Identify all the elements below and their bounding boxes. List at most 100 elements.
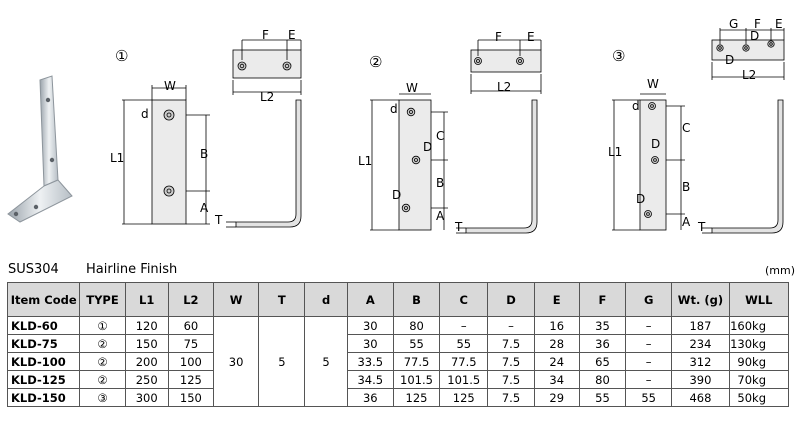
spec-header-row: Item Code TYPE L1 L2 W T d A B C D E F G…	[6, 282, 790, 317]
cell-code: KLD-125	[6, 370, 81, 389]
header-weight: Wt. (g)	[671, 282, 730, 317]
cell-type: ③	[79, 388, 126, 407]
fig3-label-d: d	[632, 99, 640, 113]
cell-l1: 200	[124, 352, 169, 371]
cell-wll: 90kg	[728, 352, 790, 371]
bracket-photo	[7, 75, 73, 223]
header-type: TYPE	[79, 282, 126, 317]
cell-wll: 130kg	[728, 334, 790, 353]
fig1-label-e: E	[288, 28, 296, 42]
fig3-label-d4: D	[725, 53, 735, 67]
cell-f: 65	[578, 352, 627, 371]
cell-e: 28	[533, 334, 580, 353]
figure-2	[370, 39, 542, 234]
table-row: KLD-100 ② 200 100 33.5 77.5 77.5 7.5 24 …	[6, 352, 790, 371]
cell-wll: 70kg	[728, 370, 790, 389]
header-wll: WLL	[728, 282, 790, 317]
header-d-lower: d	[304, 282, 348, 317]
fig3-label-a: A	[682, 215, 691, 229]
cell-c: 125	[439, 388, 489, 407]
drawings-svg	[7, 28, 785, 234]
cell-weight: 468	[671, 388, 730, 407]
header-l1: L1	[124, 282, 169, 317]
cell-d: –	[487, 316, 535, 335]
cell-g: –	[625, 316, 673, 335]
header-t: T	[258, 282, 306, 317]
cell-b: 80	[392, 316, 441, 335]
cell-a: 30	[346, 334, 394, 353]
cell-e: 24	[533, 352, 580, 371]
fig2-label-f: F	[495, 30, 502, 44]
unit-label: (mm)	[764, 264, 795, 277]
table-row: KLD-150 ③ 300 150 36 125 125 7.5 29 55 5…	[6, 388, 790, 407]
fig2-label-d1: D	[423, 140, 433, 154]
cell-g: 55	[625, 388, 673, 407]
cell-a: 33.5	[346, 352, 394, 371]
fig3-label-l2: L2	[742, 68, 757, 82]
cell-g: –	[625, 370, 673, 389]
fig2-label-d: d	[390, 102, 398, 116]
header-c: C	[439, 282, 489, 317]
fig1-label-b: B	[200, 147, 209, 161]
fig1-label-f: F	[262, 28, 269, 42]
header-a: A	[346, 282, 394, 317]
cell-l1: 120	[124, 316, 169, 335]
cell-c: 55	[439, 334, 489, 353]
table-row: KLD-60 ① 120 60 30 5 5 30 80 – – 16 35 –…	[6, 316, 790, 407]
spec-table: Item Code TYPE L1 L2 W T d A B C D E F G…	[6, 282, 790, 407]
cell-c: 77.5	[439, 352, 489, 371]
material-label: SUS304	[8, 262, 59, 277]
fig3-label-b: B	[682, 180, 691, 194]
cell-b: 77.5	[392, 352, 441, 371]
cell-d: 7.5	[487, 370, 535, 389]
cell-d-shared: 5	[304, 316, 348, 407]
cell-type: ②	[79, 370, 126, 389]
cell-b: 125	[392, 388, 441, 407]
cell-weight: 390	[671, 370, 730, 389]
header-e: E	[533, 282, 580, 317]
fig3-label-t: T	[698, 220, 706, 234]
cell-wll: 50kg	[728, 388, 790, 407]
fig2-label-b: B	[436, 176, 445, 190]
cell-a: 30	[346, 316, 394, 335]
cell-d: 7.5	[487, 352, 535, 371]
figure-1-number: ①	[115, 47, 129, 65]
fig2-label-d2: D	[392, 188, 402, 202]
cell-a: 36	[346, 388, 394, 407]
fig1-label-l2: L2	[260, 90, 275, 104]
fig3-label-g: G	[729, 17, 739, 31]
fig3-label-d1: D	[651, 137, 661, 151]
fig1-label-w: W	[164, 79, 176, 93]
cell-weight: 187	[671, 316, 730, 335]
fig1-label-a: A	[200, 201, 209, 215]
finish-label: Hairline Finish	[86, 262, 178, 277]
fig2-label-w: W	[406, 81, 418, 95]
cell-b: 55	[392, 334, 441, 353]
header-b: B	[392, 282, 441, 317]
cell-l2: 60	[167, 316, 215, 335]
header-l2: L2	[167, 282, 215, 317]
table-row: KLD-75 ② 150 75 30 55 55 7.5 28 36 – 234…	[6, 334, 790, 353]
fig1-label-t: T	[215, 213, 223, 227]
fig2-label-l2: L2	[497, 80, 512, 94]
cell-c: –	[439, 316, 489, 335]
cell-l1: 300	[124, 388, 169, 407]
cell-l2: 125	[167, 370, 215, 389]
cell-b: 101.5	[392, 370, 441, 389]
cell-code: KLD-75	[6, 334, 81, 353]
header-d: D	[487, 282, 535, 317]
fig1-label-d: d	[141, 107, 149, 121]
cell-l2: 75	[167, 334, 215, 353]
cell-f: 55	[578, 388, 627, 407]
cell-c: 101.5	[439, 370, 489, 389]
cell-l2: 100	[167, 352, 215, 371]
cell-type: ②	[79, 334, 126, 353]
cell-weight: 312	[671, 352, 730, 371]
cell-f: 36	[578, 334, 627, 353]
fig2-label-a: A	[436, 209, 445, 223]
cell-t-shared: 5	[258, 316, 306, 407]
cell-l2: 150	[167, 388, 215, 407]
cell-code: KLD-60	[6, 316, 81, 335]
fig3-label-d3: D	[750, 29, 760, 43]
fig3-label-d2: D	[636, 192, 646, 206]
